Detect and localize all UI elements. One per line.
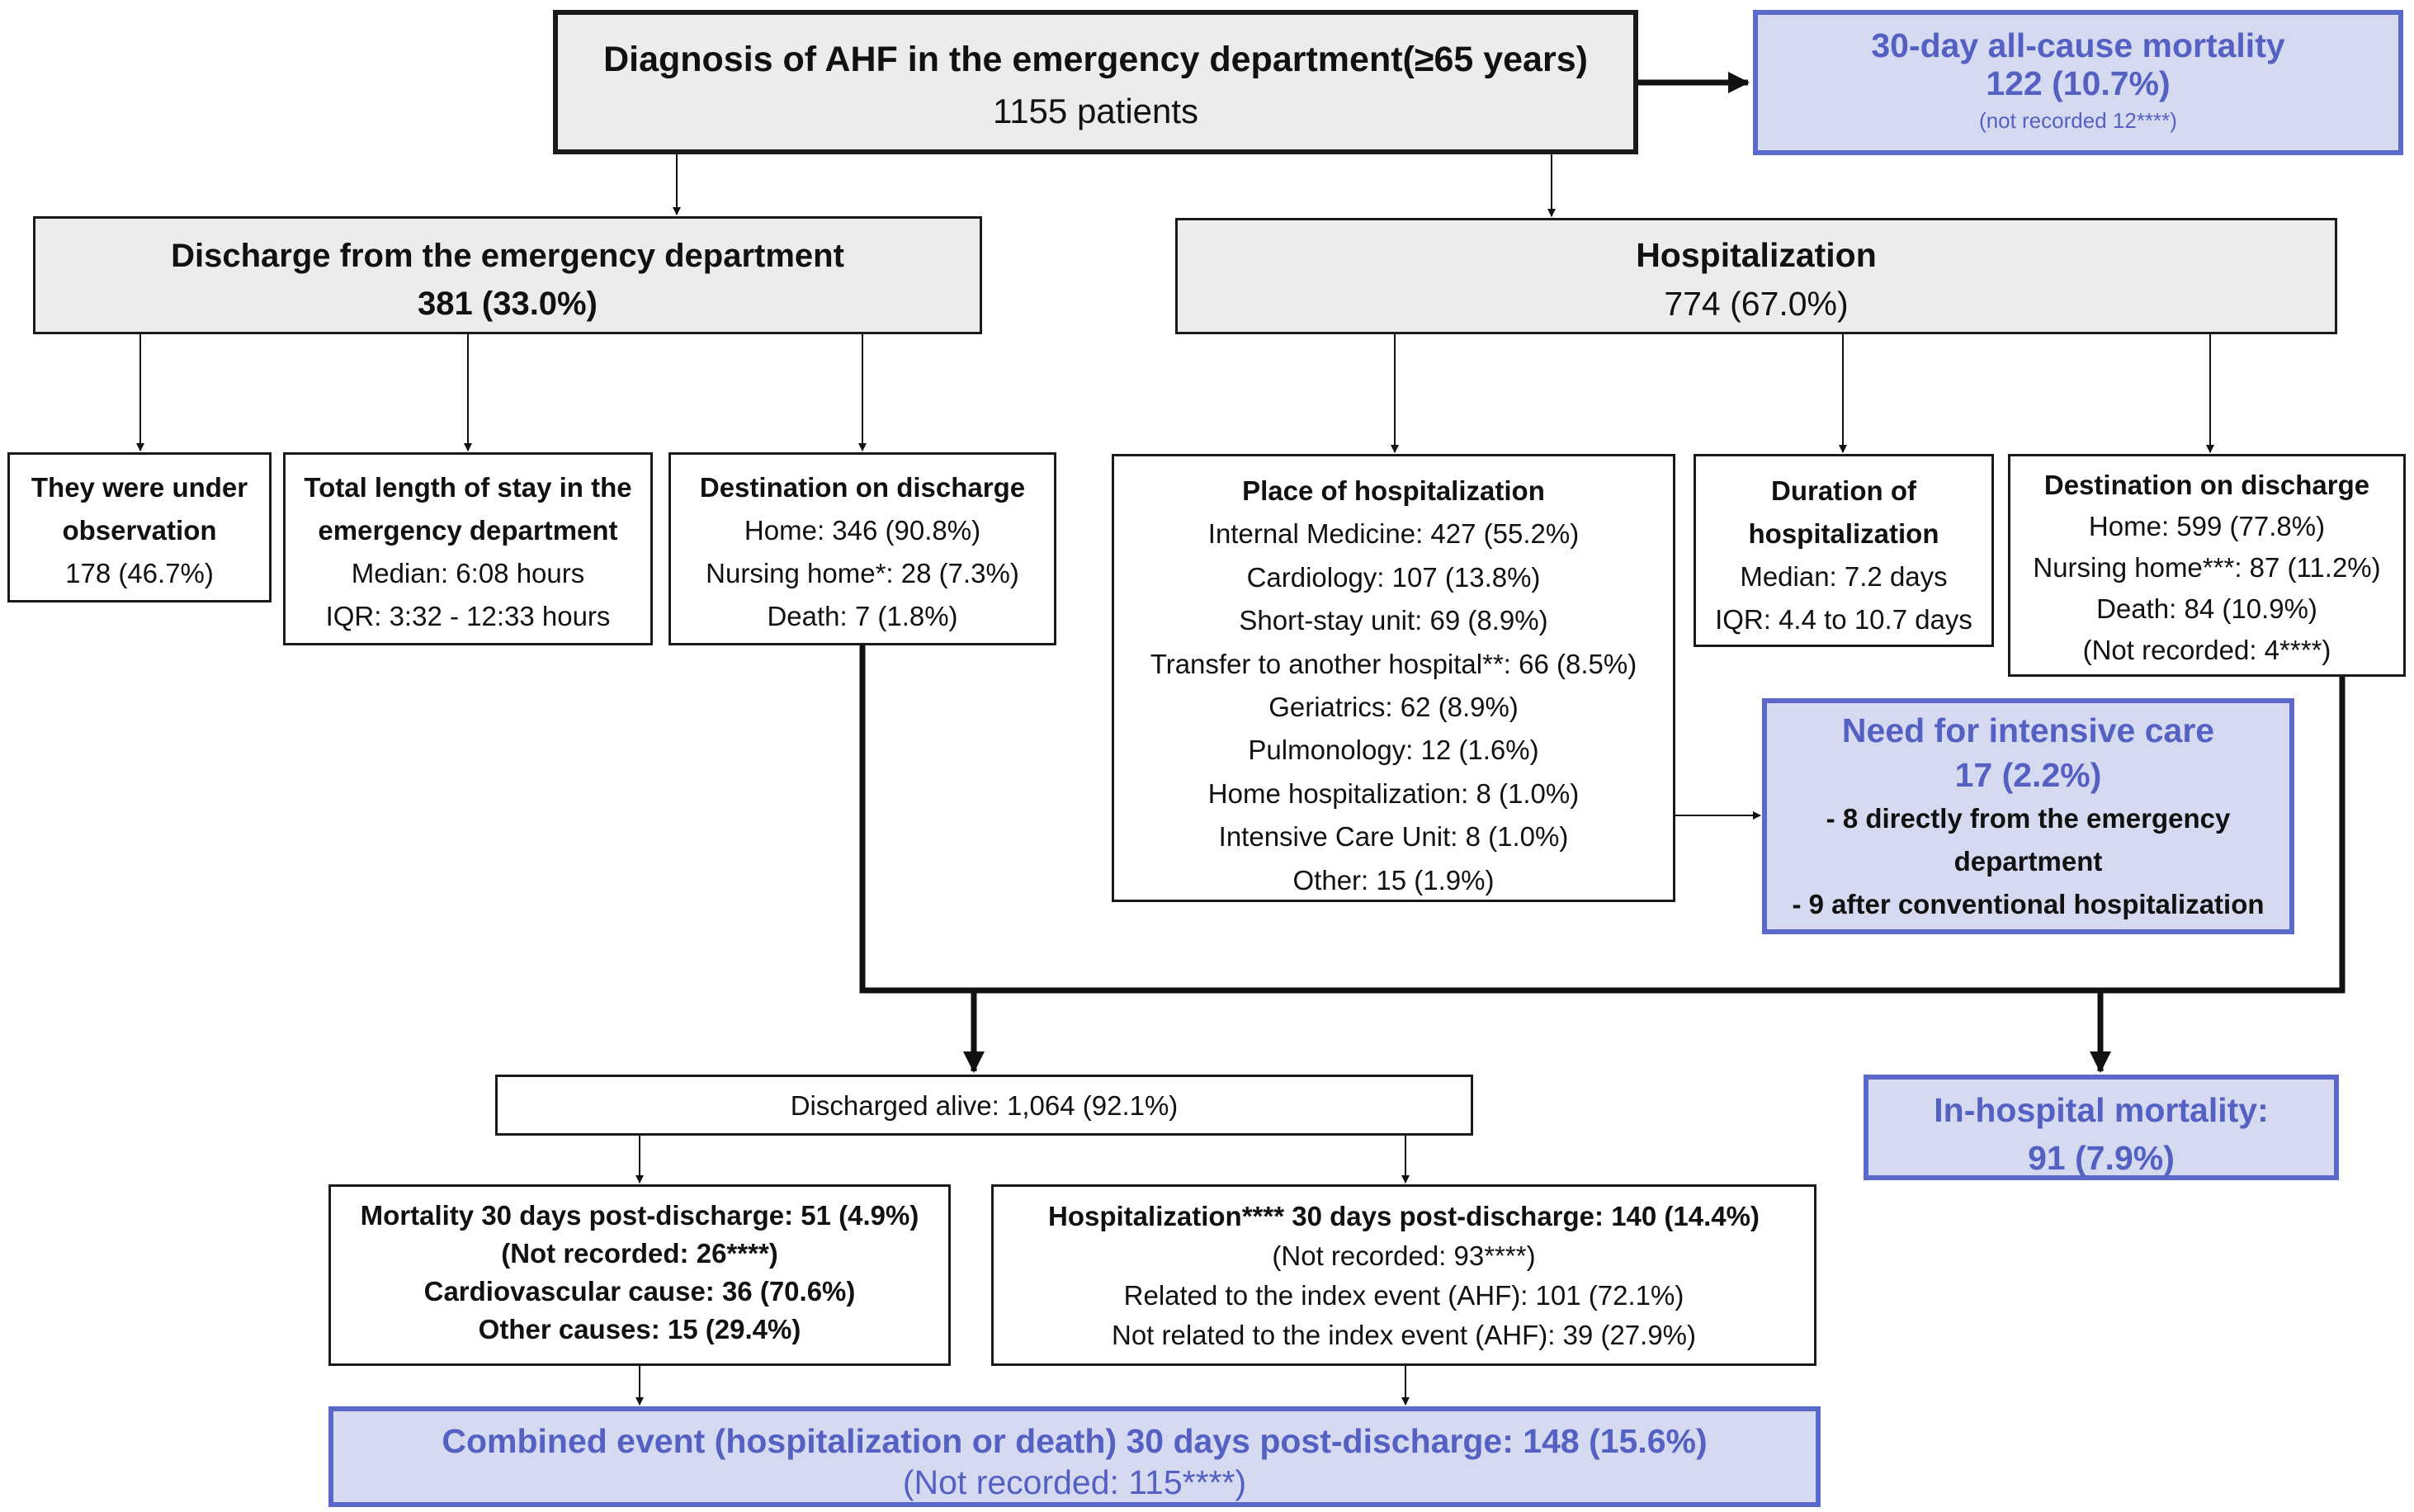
place-of-hospitalization-box: Place of hospitalization Internal Medici… <box>1112 454 1675 902</box>
place-line: Geriatrics: 62 (8.9%) <box>1268 692 1519 723</box>
hospitalization-title: Hospitalization <box>1636 236 1877 274</box>
mortality-30day-title: 30-day all-cause mortality <box>1871 26 2285 64</box>
ed-destination-line: Home: 346 (90.8%) <box>744 515 981 546</box>
mortality-30day-value: 122 (10.7%) <box>1986 64 2171 102</box>
discharged-alive-box: Discharged alive: 1,064 (92.1%) <box>495 1075 1473 1136</box>
length-of-stay-box: Total length of stay in the emergency de… <box>283 452 653 645</box>
root-title: Diagnosis of AHF in the emergency depart… <box>603 40 1588 79</box>
duration-line: Median: 7.2 days <box>1740 561 1948 592</box>
place-line: Short-stay unit: 69 (8.9%) <box>1239 605 1548 636</box>
place-line: Place of hospitalization <box>1242 475 1545 506</box>
mpd-line: Other causes: 15 (29.4%) <box>478 1314 801 1344</box>
hpd-line: (Not recorded: 93****) <box>1272 1240 1536 1271</box>
hosp-destination-line: Death: 84 (10.9%) <box>2096 593 2317 624</box>
hosp-destination-line: Nursing home***: 87 (11.2%) <box>2033 552 2381 583</box>
ed-discharge-box: Discharge from the emergency department … <box>33 216 982 334</box>
los-line: emergency department <box>318 515 618 546</box>
observation-box: They were under observation 178 (46.7%) <box>7 452 272 602</box>
hosp-destination-box: Destination on discharge Home: 599 (77.8… <box>2008 454 2406 677</box>
in-hospital-title: In-hospital mortality: <box>1934 1091 2269 1129</box>
combined-note: (Not recorded: 115****) <box>902 1463 1247 1501</box>
observation-line: They were under <box>31 472 248 503</box>
combined-event-box: Combined event (hospitalization or death… <box>328 1406 1821 1507</box>
ed-destination-box: Destination on discharge Home: 346 (90.8… <box>668 452 1056 645</box>
mpd-line: Cardiovascular cause: 36 (70.6%) <box>423 1276 856 1306</box>
mpd-line: Mortality 30 days post-discharge: 51 (4.… <box>360 1200 919 1231</box>
icu-line: - 8 directly from the emergency departme… <box>1826 803 2231 876</box>
icu-line: - 9 after conventional hospitalization <box>1792 889 2265 919</box>
merge-line-hosp <box>862 677 2346 994</box>
los-line: Total length of stay in the <box>304 472 632 503</box>
ed-destination-line: Death: 7 (1.8%) <box>767 601 958 631</box>
icu-value: 17 (2.2%) <box>1954 756 2102 794</box>
combined-title: Combined event (hospitalization or death… <box>442 1422 1708 1460</box>
los-line: Median: 6:08 hours <box>351 558 585 588</box>
place-line: Other: 15 (1.9%) <box>1292 864 1495 895</box>
icu-title: Need for intensive care <box>1841 711 2215 749</box>
los-line: IQR: 3:32 - 12:33 hours <box>325 601 611 631</box>
mpd-line: (Not recorded: 26****) <box>501 1238 778 1269</box>
place-line: Home hospitalization: 8 (1.0%) <box>1207 777 1580 809</box>
discharged-alive-text: Discharged alive: 1,064 (92.1%) <box>790 1090 1179 1121</box>
ed-destination-line: Nursing home*: 28 (7.3%) <box>706 558 1019 588</box>
duration-line: IQR: 4.4 to 10.7 days <box>1715 604 1972 635</box>
hospitalization-post-discharge-box: Hospitalization**** 30 days post-dischar… <box>991 1184 1816 1366</box>
place-line: Intensive Care Unit: 8 (1.0%) <box>1218 821 1569 853</box>
hospitalization-value: 774 (67.0%) <box>1664 285 1849 323</box>
place-line: Internal Medicine: 427 (55.2%) <box>1207 518 1580 550</box>
in-hospital-value: 91 (7.9%) <box>2028 1139 2175 1177</box>
hpd-line: Not related to the index event (AHF): 39… <box>1111 1320 1697 1350</box>
hosp-destination-line: Home: 599 (77.8%) <box>2088 511 2326 541</box>
duration-line: Duration of <box>1771 475 1916 506</box>
ed-discharge-title: Discharge from the emergency department <box>171 238 844 274</box>
hpd-line: Related to the index event (AHF): 101 (7… <box>1123 1280 1684 1311</box>
duration-box: Duration of hospitalization Median: 7.2 … <box>1694 454 1994 647</box>
mortality-30day-note: (not recorded 12****) <box>1979 108 2177 133</box>
in-hospital-mortality-box: In-hospital mortality: 91 (7.9%) <box>1864 1075 2339 1180</box>
ed-discharge-value: 381 (33.0%) <box>418 286 598 322</box>
mortality-30day-box: 30-day all-cause mortality 122 (10.7%) (… <box>1753 10 2403 155</box>
place-line: Transfer to another hospital**: 66 (8.5%… <box>1150 648 1637 679</box>
hosp-destination-line: (Not recorded: 4****) <box>2082 635 2331 665</box>
duration-line: hospitalization <box>1748 518 1939 549</box>
mortality-post-discharge-box: Mortality 30 days post-discharge: 51 (4.… <box>328 1184 951 1366</box>
intensive-care-box: Need for intensive care 17 (2.2%) - 8 di… <box>1762 698 2294 934</box>
hospitalization-box: Hospitalization 774 (67.0%) <box>1175 218 2337 334</box>
ed-destination-line: Destination on discharge <box>699 472 1026 503</box>
place-line: Pulmonology: 12 (1.6%) <box>1248 735 1539 766</box>
hosp-destination-line: Destination on discharge <box>2043 470 2370 500</box>
observation-line: 178 (46.7%) <box>65 558 214 588</box>
observation-line: observation <box>62 515 217 546</box>
place-line: Cardiology: 107 (13.8%) <box>1246 561 1541 593</box>
hpd-line: Hospitalization**** 30 days post-dischar… <box>1048 1201 1760 1231</box>
merge-line-ed <box>859 645 974 994</box>
root-diagnosis-box: Diagnosis of AHF in the emergency depart… <box>553 10 1638 154</box>
root-count: 1155 patients <box>992 92 1199 130</box>
